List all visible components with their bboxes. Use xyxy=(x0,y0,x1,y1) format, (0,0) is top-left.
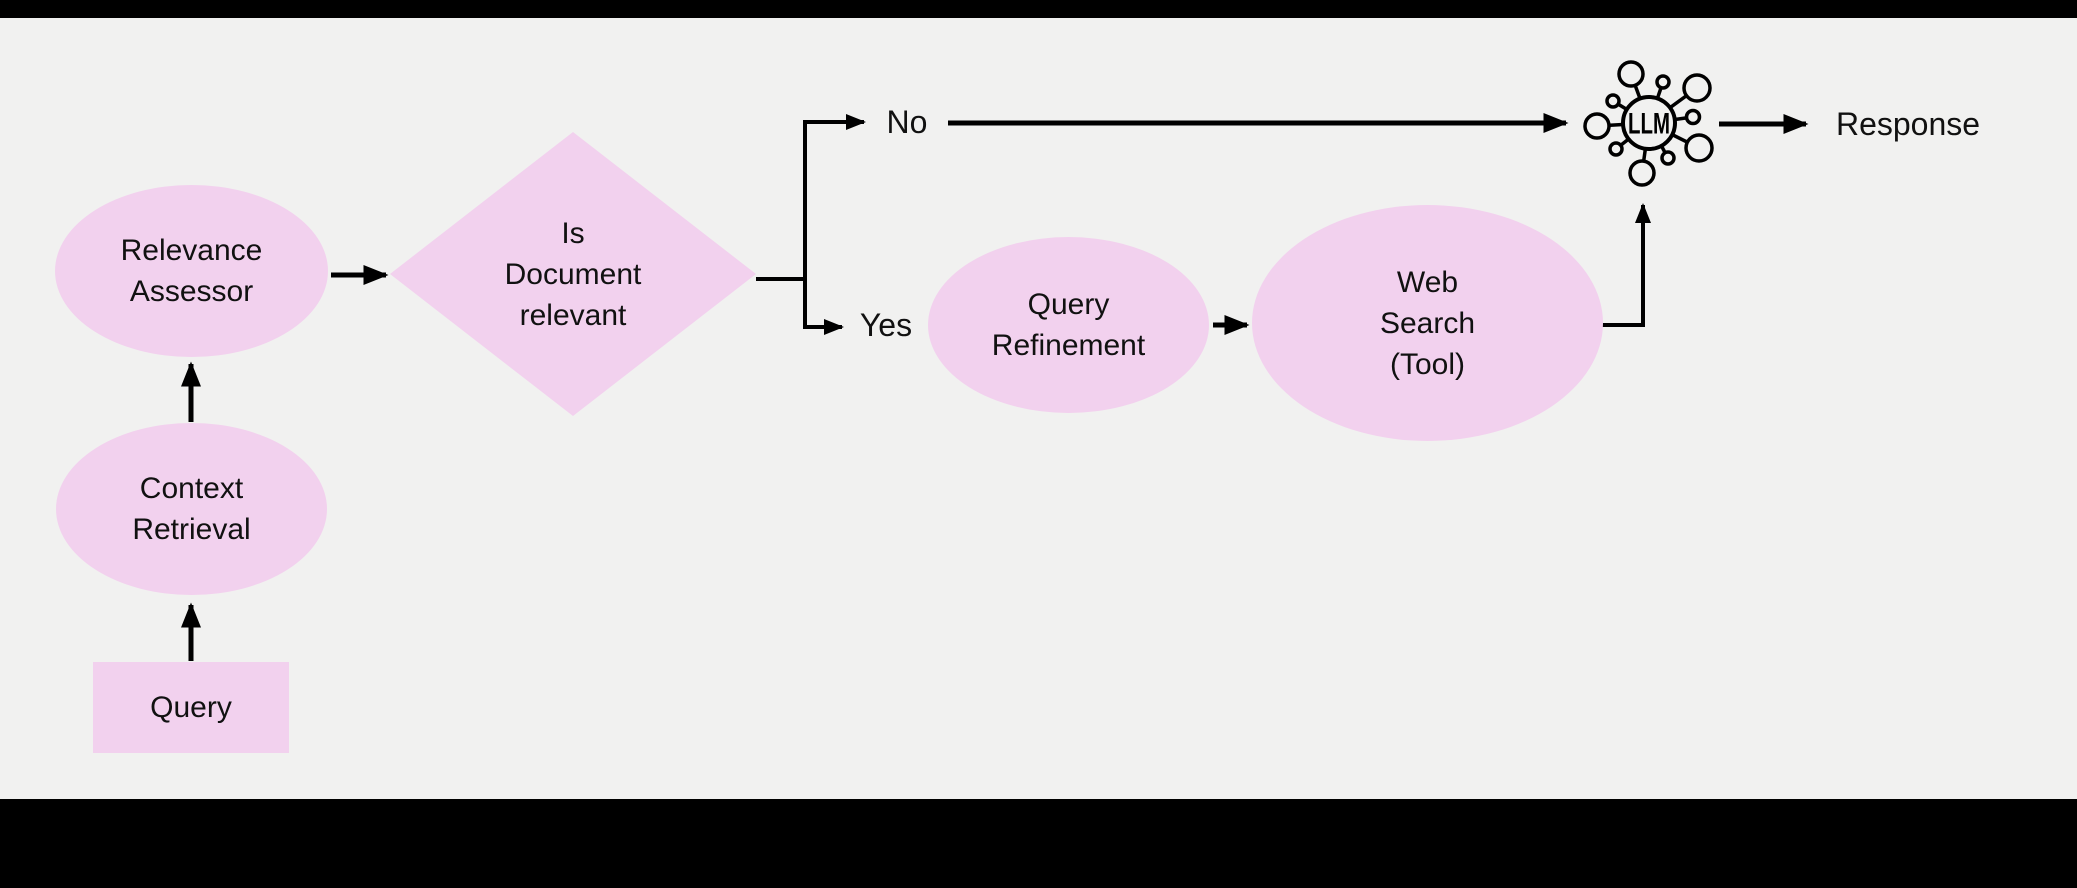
node-context-retrieval-label-line2: Retrieval xyxy=(132,513,251,546)
top-black-bar xyxy=(0,0,2077,18)
node-web-search-tool: Web Search (Tool) xyxy=(1252,205,1603,441)
bottom-black-bar xyxy=(0,799,2077,888)
llm-icon-label: LLM xyxy=(1628,108,1670,141)
node-web-search-label-line1: Web xyxy=(1396,265,1459,299)
edge-yes-branch xyxy=(803,279,844,335)
node-relevance-assessor-label-line1: Relevance xyxy=(120,234,263,267)
node-relevance-assessor: Relevance Assessor xyxy=(55,185,328,357)
llm-icon-hub-circle xyxy=(1621,95,1677,151)
response-label: Response xyxy=(1835,106,1981,142)
decision-label-line3: relevant xyxy=(519,298,627,332)
node-query-refinement-label-line1: Query xyxy=(1027,288,1110,321)
node-query: Query xyxy=(93,662,289,753)
node-context-retrieval: Context Retrieval xyxy=(56,423,327,595)
decision-label-line2: Document xyxy=(504,257,642,291)
node-query-label: Query xyxy=(150,691,232,724)
edge-label-no: No xyxy=(886,104,928,140)
node-relevance-assessor-label-line2: Assessor xyxy=(129,275,254,308)
llm-icon-satellite-circles xyxy=(1583,60,1714,187)
edge-websearch-to-llm xyxy=(1601,203,1651,327)
node-web-search-label-line3: (Tool) xyxy=(1389,347,1465,381)
node-web-search-label-line2: Search xyxy=(1379,306,1476,340)
node-query-refinement-label-line2: Refinement xyxy=(991,329,1146,362)
llm-network-icon: LLM xyxy=(1583,60,1714,187)
decision-label-line1: Is xyxy=(561,216,585,250)
edge-no-branch xyxy=(803,114,866,279)
node-query-refinement: Query Refinement xyxy=(928,237,1209,413)
edge-label-yes: Yes xyxy=(859,307,913,343)
node-context-retrieval-label-line1: Context xyxy=(139,472,244,505)
